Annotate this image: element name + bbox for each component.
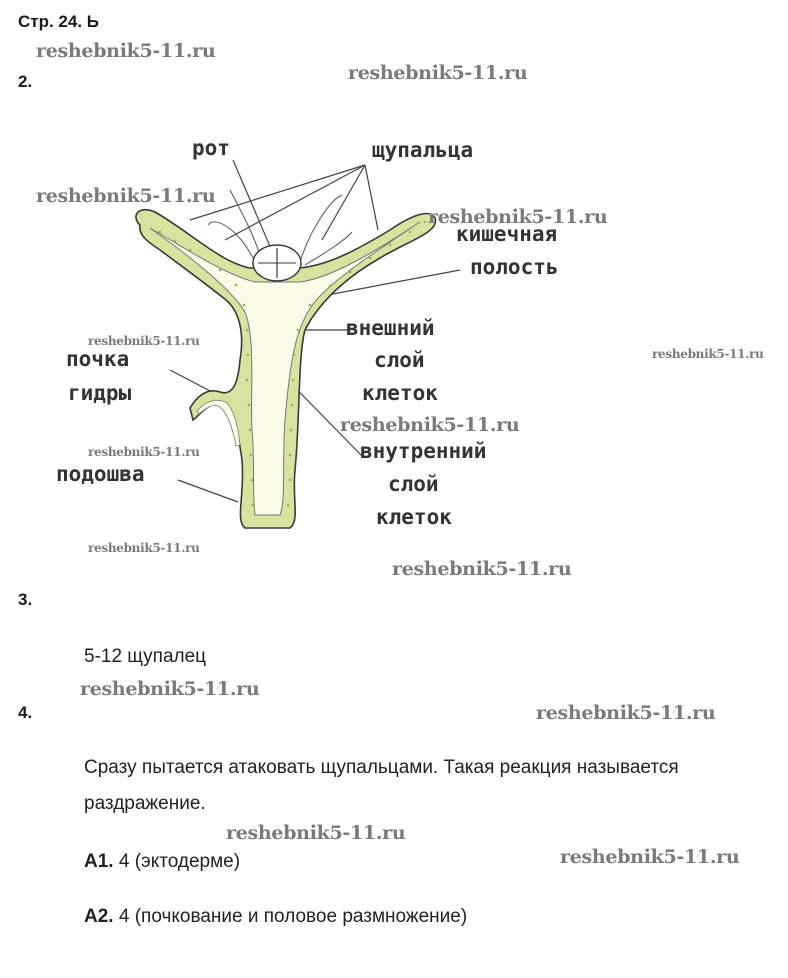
watermark: reshebnik5-11.ru (340, 414, 520, 436)
section-number-4: 4. (18, 703, 33, 722)
watermark: reshebnik5-11.ru (428, 206, 608, 228)
answer-4-line2: раздражение. (84, 793, 206, 814)
watermark: reshebnik5-11.ru (226, 822, 406, 844)
watermark: reshebnik5-11.ru (88, 445, 200, 459)
watermark: reshebnik5-11.ru (392, 558, 572, 580)
label-inner-layer-line2: слой (388, 472, 439, 496)
hydra-bud (196, 400, 241, 447)
label-outer-layer-line1: внешний (346, 316, 435, 340)
page-title: Стр. 24. Ь (18, 12, 100, 31)
label-mouth: рот (192, 136, 230, 160)
label-bud-line2: гидры (68, 381, 132, 405)
watermark: reshebnik5-11.ru (80, 678, 260, 700)
answer-a2-label: А2. (84, 906, 114, 927)
cell-texture (158, 220, 427, 507)
watermark: reshebnik5-11.ru (348, 62, 528, 84)
watermark: reshebnik5-11.ru (36, 185, 216, 207)
label-inner-layer-line3: клеток (376, 505, 452, 529)
label-outer-layer-line3: клеток (362, 381, 438, 405)
label-sole: подошва (56, 462, 145, 486)
answer-a2: А2. 4 (почкование и половое размножение) (84, 906, 467, 928)
section-number-2: 2. (18, 72, 33, 91)
label-bud-line1: почка (66, 347, 130, 371)
watermark: reshebnik5-11.ru (88, 541, 200, 555)
answer-a2-text: 4 (почкование и половое размножение) (113, 906, 468, 927)
section-number-3: 3. (18, 590, 33, 609)
label-gut-cavity-line2: полость (470, 255, 559, 279)
hydra-mouth (252, 244, 302, 282)
label-tentacles: щупальца (372, 138, 474, 162)
label-outer-layer-line2: слой (374, 348, 425, 372)
hydra-gut-cavity (149, 221, 421, 516)
answer-a1: А1. 4 (эктодерме) (84, 851, 240, 873)
label-inner-layer-line1: внутренний (360, 439, 487, 463)
answer-a1-text: 4 (эктодерме) (113, 851, 241, 872)
answer-a1-label: А1. (84, 851, 114, 872)
watermark: reshebnik5-11.ru (88, 334, 200, 348)
answer-3-text: 5-12 щупалец (84, 646, 207, 667)
answer-4-line1: Сразу пытается атаковать щупальцами. Так… (84, 757, 679, 778)
watermark: reshebnik5-11.ru (536, 702, 716, 724)
watermark: reshebnik5-11.ru (652, 347, 764, 361)
label-gut-cavity-line1: кишечная (456, 222, 558, 246)
watermark: reshebnik5-11.ru (560, 846, 740, 868)
watermark: reshebnik5-11.ru (36, 40, 216, 62)
answer-4-paragraph: Сразу пытается атаковать щупальцами. Так… (84, 750, 784, 822)
